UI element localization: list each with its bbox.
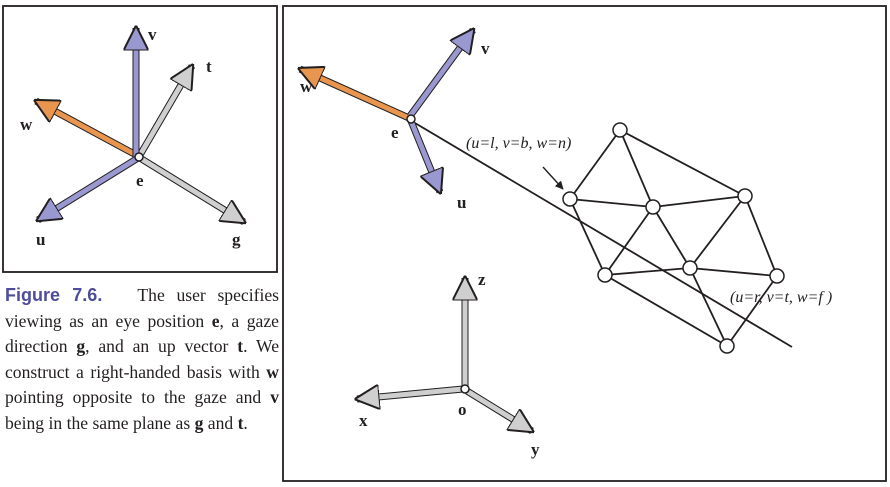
label-g: g [232,230,241,249]
label-v: v [148,25,157,44]
label-u: u [36,230,45,249]
g-vector-arrow [138,155,244,222]
right-panel-frame [282,5,887,482]
caption-symbol-e: e [211,310,220,331]
label-w: w [20,115,33,134]
caption-symbol-v: v [270,387,279,407]
corner-point [645,199,661,215]
y-axis-arrow [465,388,532,431]
caption-text: The user specifies viewing as an eye pos… [5,285,280,331]
figure-caption: Figure 7.6. The user specifies viewing a… [5,283,279,436]
caption-symbol-g: g [76,336,86,356]
eye-point [134,152,144,162]
w-vector-arrow [36,101,140,159]
label-x: x [359,411,368,430]
corner-point [737,188,753,204]
left-basis-diagram: v t w e u g [20,25,244,249]
label-o: o [458,400,467,419]
caption-text: . [243,412,248,433]
corner-point [682,260,698,276]
corner-near-point [562,191,578,207]
caption-text: and [203,412,238,433]
caption-symbol-t: t [237,336,244,356]
u-vector-arrow [408,120,440,192]
corner-point [612,122,628,138]
eye-point [406,114,416,124]
x-axis-arrow [357,389,464,399]
label-e: e [391,123,399,142]
caption-text: being in the same plane as [5,412,195,433]
far-corner-label: (u=r, v=t, w=f ) [730,289,832,306]
v-vector-arrow [407,30,473,118]
view-volume-corners [562,122,785,354]
w-vector-arrow [300,69,411,121]
near-corner-pointer [542,166,564,190]
corner-point [597,267,613,283]
label-v: v [481,39,490,58]
t-vector-arrow [137,66,192,157]
view-volume-edges [569,129,778,347]
caption-text: pointing opposite to the gaze and [5,387,271,407]
caption-text: , and an up vector [85,336,238,356]
caption-text: . We construct a right-handed basis with [5,336,280,382]
caption-symbol-w: w [266,361,279,382]
caption-symbol-g: g [194,412,204,433]
near-corner-label: (u=l, v=b, w=n) [466,135,571,152]
caption-symbol-t: t [237,412,244,433]
label-w: w [300,77,313,96]
label-y: y [531,440,540,459]
corner-far-point [719,338,735,354]
label-e: e [136,171,144,190]
left-panel-frame [2,5,278,273]
gaze-line [414,122,793,348]
label-t: t [206,57,212,76]
caption-text: , a gaze direction [5,310,279,357]
right-view-volume-diagram: w v e u (u=l, v=b, w=n) (u=r, v=t, w=f )… [300,30,832,459]
corner-point [769,268,785,284]
world-origin-point [460,384,470,394]
label-z: z [478,270,486,289]
figure-number: Figure 7.6. [5,285,103,305]
u-vector-arrow [38,155,140,220]
label-u: u [457,193,466,212]
